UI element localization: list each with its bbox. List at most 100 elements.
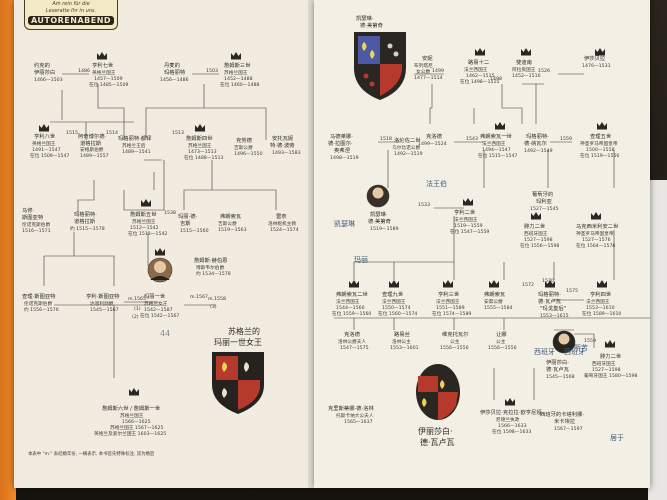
svg-text:在位 1519—1556: 在位 1519—1556	[580, 152, 619, 159]
svg-text:1553—1601: 1553—1601	[390, 345, 419, 351]
svg-text:居于: 居于	[610, 434, 624, 442]
person-james5: 詹姆斯五世 苏格兰国王 1512—1542 在位 1513—1542	[128, 199, 167, 237]
svg-text:马德莱娜·: 马德莱娜·	[330, 132, 353, 140]
svg-text:1565—1637: 1565—1637	[344, 419, 373, 425]
crown-icon	[489, 280, 499, 288]
svg-text:伊莎贝拉: 伊莎贝拉	[584, 54, 606, 62]
svg-text:法兰西国王: 法兰西国王	[464, 66, 488, 73]
svg-text:1452—1488: 1452—1488	[224, 76, 253, 82]
svg-text:1559: 1559	[560, 136, 572, 142]
svg-text:1500—1558: 1500—1558	[586, 147, 615, 153]
person-christine: 克里斯蒂娜·德·洛林 托斯卡纳大公夫人 1565—1637	[328, 404, 374, 425]
person-louise: 路易丝 洛林公主 1553—1601	[390, 330, 419, 351]
svg-text:弗朗索瓦二世: 弗朗索瓦二世	[336, 290, 368, 298]
svg-text:玛格丽特: 玛格丽特	[164, 68, 186, 76]
svg-text:1513: 1513	[172, 130, 184, 136]
svg-text:在位 1589—1610: 在位 1589—1610	[582, 310, 621, 317]
svg-text:玛格丽特·: 玛格丽特·	[74, 210, 97, 218]
svg-text:女公爵: 女公爵	[416, 68, 430, 75]
svg-text:奥弗涅: 奥弗涅	[334, 146, 351, 154]
svg-text:1473—1513: 1473—1513	[188, 149, 217, 155]
svg-text:德·纳瓦尔: 德·纳瓦尔	[524, 139, 548, 147]
mary-coat-of-arms	[212, 352, 264, 414]
person-isabella-clara: 伊莎贝拉·克拉拉·欧亨尼娅 尼德兰执政 1566—1633 在位 1598—16…	[480, 398, 542, 435]
svg-text:"玛戈皇后": "玛戈皇后"	[540, 304, 566, 312]
person-jeanne: 让娜 公主 1556—1556	[488, 330, 517, 351]
svg-text:m.1565: m.1565	[128, 296, 146, 302]
svg-text:法兰西国王: 法兰西国王	[336, 298, 360, 305]
person-james4: 詹姆斯四世 苏格兰国王 1473—1513 在位 1488—1513	[184, 124, 223, 161]
svg-text:1515: 1515	[66, 130, 78, 136]
svg-text:1559: 1559	[584, 338, 596, 344]
svg-text:葡萄牙的: 葡萄牙的	[532, 190, 553, 198]
svg-text:1553—1610: 1553—1610	[586, 305, 615, 311]
svg-text:1547—1575: 1547—1575	[340, 345, 369, 351]
catherine-portrait	[366, 184, 390, 208]
person-marguerite-valois: 玛格丽特· 德·瓦卢瓦 "玛戈皇后" 1553—1615	[538, 280, 569, 319]
crown-icon	[597, 122, 607, 130]
svg-text:m.1558: m.1558	[208, 296, 226, 302]
svg-text:玛丽一世女王: 玛丽一世女王	[214, 337, 262, 347]
crown-icon	[495, 122, 505, 130]
svg-text:弗朗索瓦: 弗朗索瓦	[484, 290, 506, 298]
svg-text:吉斯: 吉斯	[180, 219, 191, 227]
svg-text:公主: 公主	[450, 338, 460, 345]
svg-text:在位 1574—1589: 在位 1574—1589	[432, 310, 471, 317]
svg-text:在位 1598—1633: 在位 1598—1633	[492, 428, 531, 435]
svg-text:在位 1460—1488: 在位 1460—1488	[220, 81, 259, 88]
svg-text:道格拉斯: 道格拉斯	[74, 217, 96, 225]
crown-icon	[463, 198, 473, 206]
svg-text:1477—1514: 1477—1514	[414, 75, 443, 81]
svg-text:1570: 1570	[542, 278, 554, 284]
svg-text:詹姆斯·赫伯恩: 詹姆斯·赫伯恩	[194, 256, 227, 264]
svg-text:安茹公爵: 安茹公爵	[484, 298, 503, 305]
svg-text:公主: 公主	[496, 338, 506, 345]
svg-text:法兰西国王: 法兰西国王	[436, 298, 460, 305]
svg-text:亨利四世: 亨利四世	[590, 290, 612, 298]
svg-text:1492—1519: 1492—1519	[394, 151, 423, 157]
svg-text:詹姆斯三世: 詹姆斯三世	[224, 61, 251, 69]
person-claude-l: 克洛德 洛林公爵夫人 1547—1575	[338, 330, 369, 351]
svg-text:1493—1583: 1493—1583	[272, 150, 301, 156]
crown-icon	[231, 52, 241, 60]
svg-text:詹姆斯六世 / 詹姆斯一世: 詹姆斯六世 / 詹姆斯一世	[102, 404, 161, 412]
svg-text:安妮: 安妮	[422, 54, 433, 62]
svg-text:在位 1542—1567: 在位 1542—1567	[140, 312, 179, 319]
svg-text:1519—1563: 1519—1563	[218, 227, 247, 233]
svg-text:凯瑟琳·: 凯瑟琳·	[370, 210, 388, 218]
svg-text:道格拉斯: 道格拉斯	[80, 139, 102, 147]
svg-text:洛林公主: 洛林公主	[392, 338, 411, 345]
svg-text:在位 1559—1560: 在位 1559—1560	[332, 310, 371, 317]
svg-text:法兰西国王: 法兰西国王	[482, 140, 506, 147]
svg-text:1527—1545: 1527—1545	[530, 206, 559, 212]
svg-text:克劳德: 克劳德	[236, 136, 253, 144]
person-henry7: 亨利七世 英格兰国王 1457—1509 在位 1485—1509	[89, 52, 128, 88]
crown-icon	[443, 280, 453, 288]
svg-text:在位 1513—1542: 在位 1513—1542	[128, 230, 167, 237]
svg-text:亨利七世: 亨利七世	[92, 61, 114, 69]
svg-text:1527—1576: 1527—1576	[582, 237, 611, 243]
svg-text:德·瓦卢瓦: 德·瓦卢瓦	[538, 297, 562, 305]
svg-text:尼德兰执政: 尼德兰执政	[496, 416, 520, 423]
svg-text:1542—1587: 1542—1587	[144, 307, 173, 313]
svg-text:亨利三世: 亨利三世	[438, 290, 460, 298]
svg-text:吉斯公爵: 吉斯公爵	[218, 220, 237, 227]
svg-text:英格兰及爱尔兰国王 1603—1625: 英格兰及爱尔兰国王 1603—1625	[94, 430, 166, 437]
svg-text:1503: 1503	[206, 68, 218, 74]
svg-text:神圣罗马帝国皇帝: 神圣罗马帝国皇帝	[576, 230, 614, 237]
svg-text:在位 1488—1513: 在位 1488—1513	[184, 154, 223, 161]
crown-icon	[129, 388, 139, 396]
svg-text:1462—1515: 1462—1515	[466, 73, 495, 79]
person-louis12: 路易十二 法兰西国王 1462—1515 在位 1498—1515	[460, 48, 499, 85]
svg-text:1518: 1518	[380, 136, 392, 142]
person-maximilian: 马克西米利安二世 神圣罗马帝国皇帝 1527—1576 在位 1564—1576	[576, 212, 619, 249]
svg-text:路易丝: 路易丝	[394, 330, 410, 338]
person-francis-guise: 弗朗索瓦 吉斯公爵 1519—1563	[218, 212, 247, 233]
svg-text:苏格兰王后: 苏格兰王后	[122, 142, 146, 149]
person-francis1: 弗朗索瓦一世 法兰西国王 1494—1547 在位 1515—1547	[478, 122, 517, 159]
svg-text:在位 1560—1574: 在位 1560—1574	[378, 310, 417, 317]
person-francois-anjou: 弗朗索瓦 安茹公爵 1555—1584	[484, 280, 513, 311]
person-antoinette: 安托瓦妮 特·德·波旁 1493—1583	[270, 134, 301, 156]
svg-text:西班牙国王: 西班牙国王	[524, 230, 548, 237]
crown-icon	[39, 124, 49, 132]
